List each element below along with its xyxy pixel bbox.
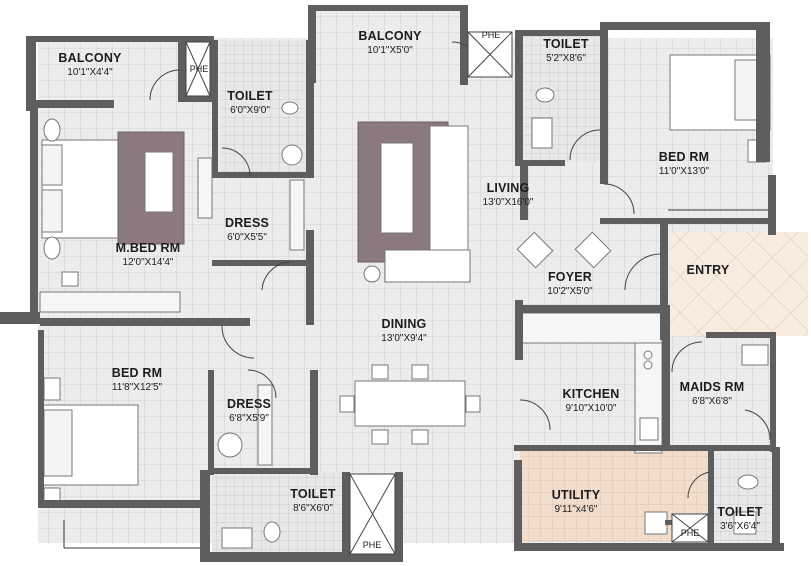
room-name: BED RM: [111, 366, 163, 380]
room-dimension: 11'8"X12'5": [111, 381, 163, 393]
room-dimension: 8'6"X6'0": [293, 502, 333, 514]
room-name: KITCHEN: [562, 387, 620, 401]
room-name: TOILET: [717, 505, 763, 519]
room-name: MAIDS RM: [679, 380, 745, 394]
room-dimension: 13'0"X9'4": [381, 332, 427, 344]
room-dimension: 3'6"X6'4": [720, 520, 760, 532]
room-name: ENTRY: [686, 263, 730, 277]
room-name: FOYER: [547, 270, 593, 284]
room-dimension: 10'1"X4'4": [67, 66, 113, 78]
room-name: DRESS: [224, 216, 270, 230]
room-dimension: 13'0"X16'0": [482, 196, 534, 208]
room-name: TOILET: [290, 487, 336, 501]
room-name: LIVING: [486, 181, 530, 195]
room-dimension: 11'0"X13'0": [658, 165, 710, 177]
room-name: DINING: [381, 317, 427, 331]
phe-label: PHE: [362, 540, 382, 550]
phe-label: PHE: [481, 30, 501, 40]
room-name: DRESS: [226, 397, 272, 411]
room-dimension: 6'8"X6'8": [692, 395, 732, 407]
room-name: TOILET: [543, 37, 589, 51]
walls: [0, 5, 784, 562]
room-name: BALCONY: [58, 51, 122, 65]
room-name: BALCONY: [358, 29, 422, 43]
phe-label: PHE: [680, 528, 700, 538]
room-dimension: 5'2"X8'6": [546, 52, 586, 64]
room-dimension: 10'2"X5'0": [547, 285, 593, 297]
room-dimension: 9'10"X10'0": [565, 402, 617, 414]
phe-shafts: [185, 31, 709, 555]
room-name: TOILET: [227, 89, 273, 103]
room-label-entry: ENTRY: [686, 263, 730, 279]
room-name: M.BED RM: [115, 241, 181, 255]
room-dimension: 6'0"X9'0": [230, 104, 270, 116]
furniture: [39, 54, 771, 549]
room-dimension: 12'0"X14'4": [122, 256, 174, 268]
room-name: BED RM: [658, 150, 710, 164]
room-name: UTILITY: [551, 488, 601, 502]
room-dimension: 6'8"X5'9": [229, 412, 269, 424]
phe-label: PHE: [189, 64, 209, 74]
room-dimension: 9'11"x4'6": [554, 503, 598, 515]
room-dimension: 6'0"X5'5": [227, 231, 267, 243]
room-dimension: 10'1"X5'0": [367, 44, 413, 56]
